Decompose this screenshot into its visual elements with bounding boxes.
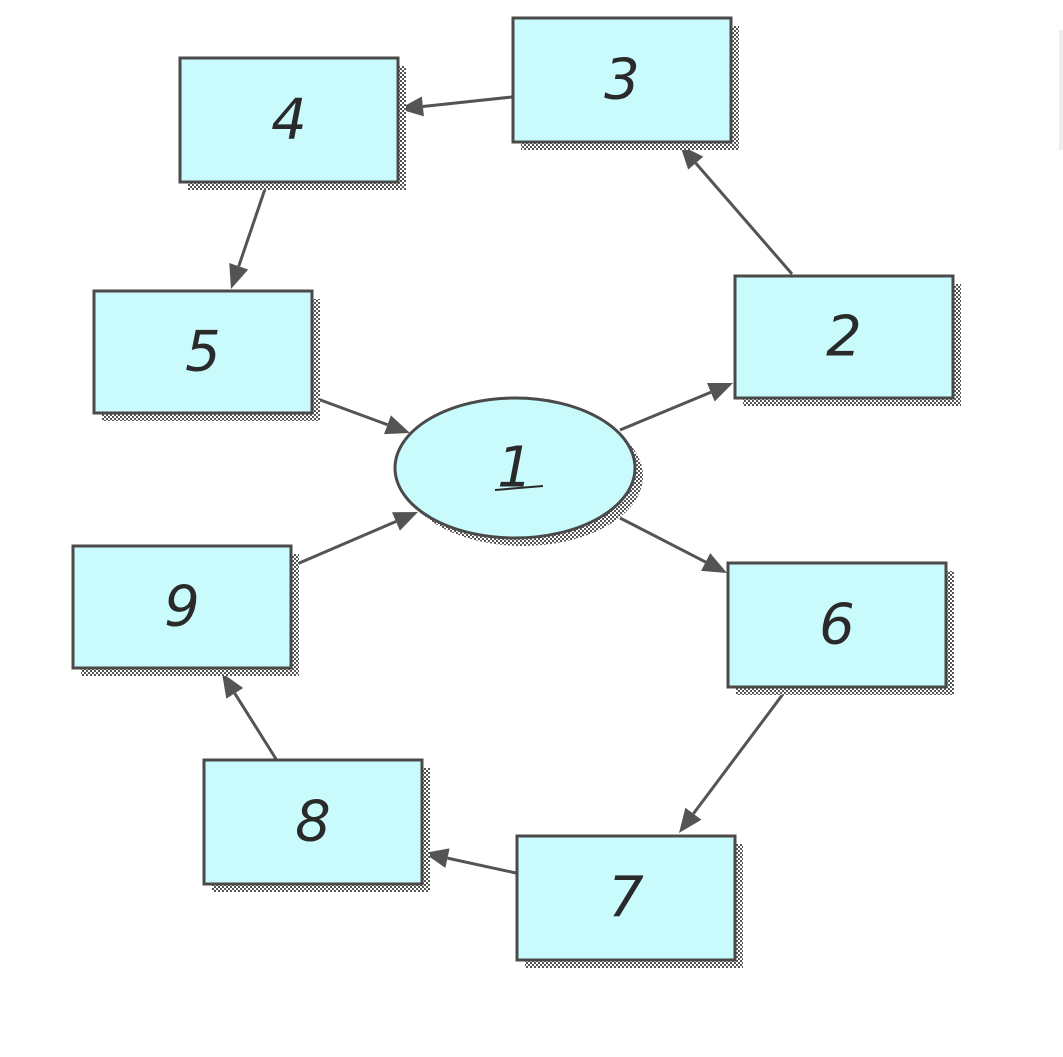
edge-line [692, 689, 788, 815]
node-label: 5 [185, 320, 221, 385]
edge-line [233, 692, 278, 760]
node-rect [733, 274, 955, 400]
arrowhead [392, 512, 418, 531]
edge-node6-to-node7 [679, 689, 788, 833]
edge-node1-to-node6 [619, 516, 727, 573]
arrowhead [399, 96, 424, 117]
node-rect [726, 561, 948, 689]
node-label: 3 [604, 48, 640, 113]
node-5[interactable]: 5 [92, 289, 320, 421]
node-rect [92, 289, 314, 415]
arrowhead [229, 263, 249, 289]
node-9[interactable]: 9 [71, 544, 299, 676]
nodes-layer: 1 2 3 4 5 6 7 8 9 [71, 16, 961, 968]
edge-line [619, 390, 712, 432]
node-label: 1 [497, 436, 533, 501]
edge-line [422, 95, 513, 108]
edge-node9-to-node1 [296, 512, 418, 566]
cropped-edge-fragment [1059, 30, 1063, 150]
edge-line [447, 856, 517, 875]
edge-node8-to-node9 [222, 673, 278, 760]
edge-line [314, 396, 388, 427]
node-rect [202, 758, 424, 886]
arrowhead [424, 848, 450, 868]
node-label: 6 [819, 593, 855, 658]
edge-node7-to-node8 [424, 848, 517, 875]
node-rect [511, 16, 733, 144]
edge-line [694, 162, 794, 275]
arrowhead [679, 807, 702, 833]
arrowhead [707, 382, 733, 402]
node-label: 8 [295, 790, 331, 855]
node-8[interactable]: 8 [202, 758, 430, 892]
node-1[interactable]: 1 [393, 396, 643, 546]
edge-line [619, 516, 707, 564]
arrowhead [680, 145, 704, 170]
arrowhead [222, 673, 244, 699]
node-6[interactable]: 6 [726, 561, 954, 695]
arrowhead [701, 553, 727, 573]
node-rect [515, 834, 737, 962]
node-label: 4 [271, 88, 307, 153]
edge-node2-to-node3 [680, 145, 794, 275]
node-label: 9 [164, 575, 200, 640]
node-rect [71, 544, 293, 670]
node-2[interactable]: 2 [733, 274, 961, 406]
node-3[interactable]: 3 [511, 16, 739, 150]
node-ellipse [393, 396, 637, 540]
edge-node4-to-node5 [229, 185, 268, 289]
edge-node5-to-node1 [314, 396, 410, 435]
edge-node1-to-node2 [619, 382, 733, 432]
edge-node3-to-node4 [399, 95, 513, 117]
node-rect [178, 56, 400, 184]
edge-line [296, 520, 397, 566]
edge-line [237, 185, 268, 267]
arrowhead [384, 415, 410, 435]
node-7[interactable]: 7 [515, 834, 743, 968]
label-underline [494, 485, 544, 491]
node-4[interactable]: 4 [178, 56, 406, 190]
node-label: 2 [826, 305, 862, 370]
node-label: 7 [608, 866, 644, 931]
edges-layer [222, 95, 794, 875]
